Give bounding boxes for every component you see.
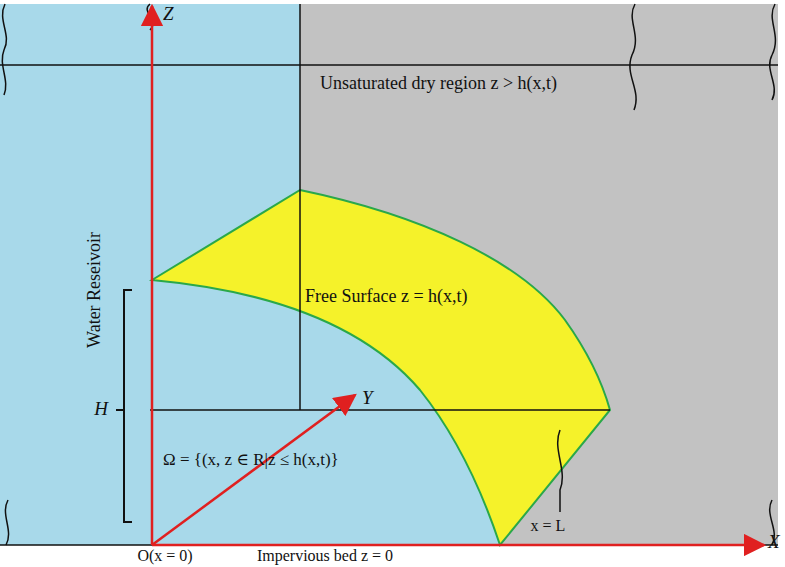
region-label: Water Reseivoir	[85, 232, 105, 348]
height-bracket	[116, 290, 132, 522]
free-surface	[152, 190, 610, 545]
domain-box	[0, 4, 778, 545]
region-label: Unsaturated dry region z > h(x,t)	[320, 74, 557, 94]
axis-label: X	[768, 532, 780, 553]
domain-label: Ω = {(x, z ∈ R|z ≤ h(x,t)}	[163, 451, 339, 470]
axes	[152, 6, 764, 545]
axis-label: Z	[163, 4, 174, 25]
dimension-label: H	[94, 399, 108, 420]
origin-label: O(x = 0)	[137, 547, 192, 565]
boundary-label: Impervious bed z = 0	[257, 547, 393, 565]
surface-label: Free Surface z = h(x,t)	[305, 287, 468, 307]
boundary-label: x = L	[531, 517, 566, 535]
axis-label: Y	[362, 388, 373, 409]
